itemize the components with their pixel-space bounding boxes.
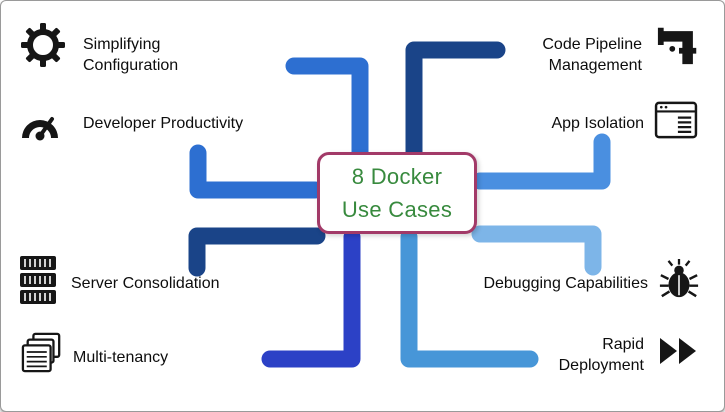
use-case-label-developer-productivity: Developer Productivity (83, 115, 244, 132)
use-case-label-debugging-capabilities: Debugging Capabilities (483, 275, 648, 292)
connector-rapid-deployment (400, 228, 539, 368)
connector-code-pipeline-management (405, 41, 506, 170)
use-case-label-app-isolation: App Isolation (551, 115, 644, 132)
connector-simplifying-configuration (285, 57, 369, 168)
connector-app-isolation (471, 133, 611, 190)
center-box: 8 Docker Use Cases (317, 152, 477, 234)
use-case-label-rapid-deployment: Rapid Deployment (558, 336, 644, 374)
stacked-windows-icon (21, 331, 63, 375)
connector-server-consolidation (188, 227, 326, 277)
use-case-label-server-consolidation: Server Consolidation (71, 275, 220, 292)
connector-debugging-capabilities (471, 225, 602, 276)
use-case-label-simplifying-configuration: Simplifying Configuration (83, 36, 179, 74)
bug-icon (658, 257, 700, 301)
connector-multi-tenancy (261, 228, 361, 368)
center-title-line2: Use Cases (341, 197, 453, 222)
connector-developer-productivity (189, 144, 324, 199)
use-case-label-code-pipeline-management: Code Pipeline Management (542, 36, 642, 74)
server-stack-icon (19, 255, 57, 305)
speedometer-icon (17, 103, 63, 143)
app-window-icon (654, 101, 698, 139)
fast-forward-icon (658, 337, 698, 365)
pipe-icon (656, 21, 702, 69)
center-title-line1: 8 Docker (351, 164, 443, 189)
gear-icon (19, 21, 67, 69)
use-case-label-multi-tenancy: Multi-tenancy (73, 349, 169, 366)
